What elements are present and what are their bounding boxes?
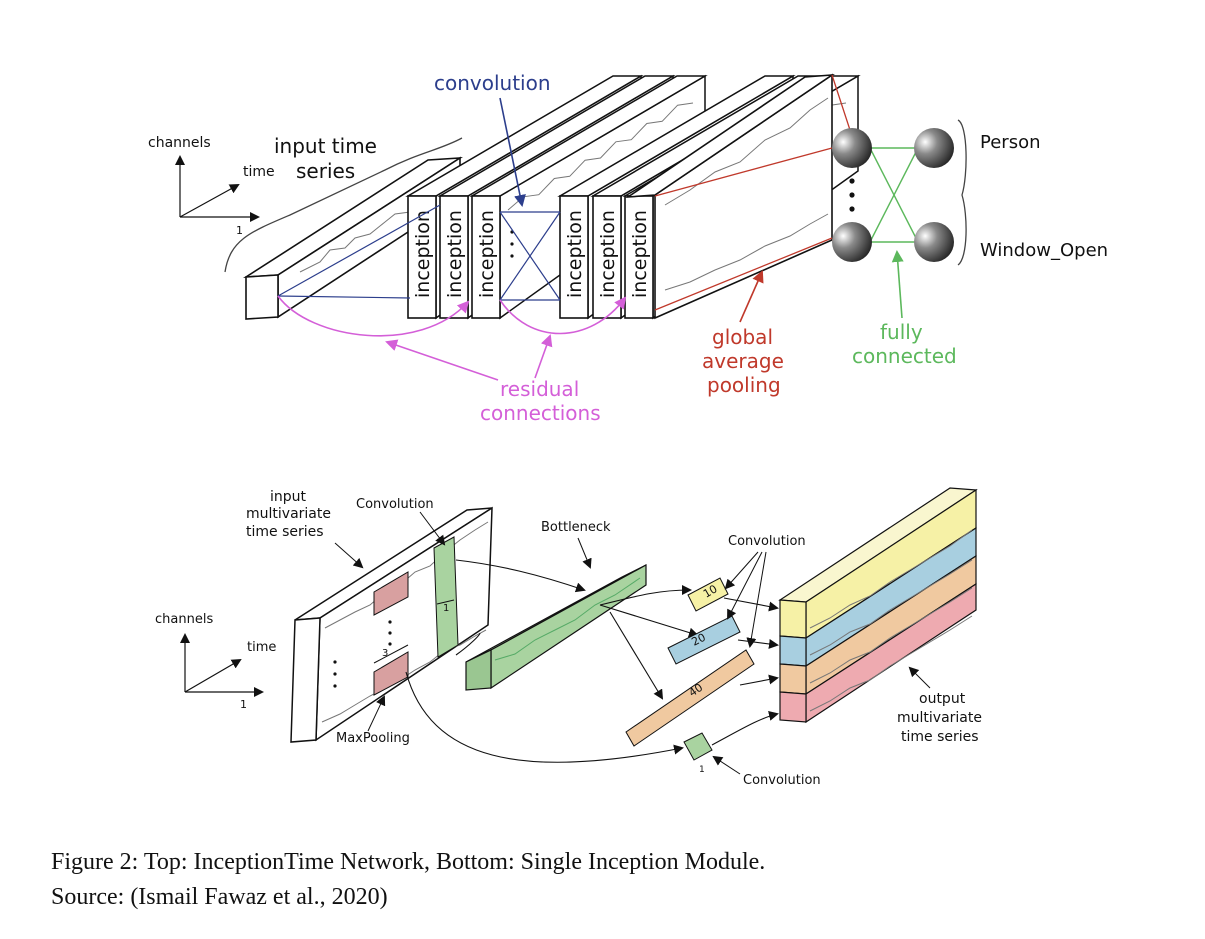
- bottom-input-dots: [333, 620, 392, 688]
- top-axis-one: 1: [236, 224, 243, 237]
- bottom-conv-bottom-label: Convolution: [743, 773, 821, 788]
- top-input-label-line2: series: [296, 159, 355, 183]
- bottom-axis-time: time: [247, 640, 276, 655]
- bottom-conv-top-label: Convolution: [356, 497, 434, 512]
- top-gap-label-line1: global: [712, 325, 773, 349]
- bottom-flow-arrows: [405, 559, 779, 763]
- filter-1-size: 1: [699, 765, 705, 775]
- inception-label: inception: [564, 210, 586, 298]
- fc-node-bottom-right: [914, 222, 954, 262]
- top-convolution-label: convolution: [434, 71, 551, 95]
- filter-20: [667, 615, 741, 665]
- bottom-axis-channels: channels: [155, 612, 213, 627]
- top-class-window-open: Window_Open: [980, 240, 1108, 261]
- top-gap-label-line3: pooling: [707, 373, 781, 397]
- top-input-brace: [224, 137, 463, 273]
- conv1-window: [433, 536, 459, 658]
- inception-block-face: [439, 195, 469, 319]
- top-fc-label-line1: fully: [880, 320, 923, 344]
- inception-block-face: [407, 195, 437, 319]
- bottom-input-arrow: [334, 542, 364, 569]
- bottleneck-label: Bottleneck: [541, 520, 611, 535]
- inception-label: inception: [597, 210, 619, 298]
- bottom-conv-right-label: Convolution: [728, 534, 806, 549]
- bottom-input-slab: [290, 506, 493, 743]
- maxpool-window-top: [373, 571, 409, 616]
- bottom-maxpooling-label: MaxPooling: [336, 731, 410, 746]
- bottleneck-bar: [465, 563, 647, 691]
- bottom-output-stack: [778, 487, 978, 724]
- top-axis-time: time: [243, 164, 275, 180]
- top-gap-label-line2: average: [702, 349, 784, 373]
- conv1-size-tick: [436, 599, 455, 605]
- bottom-input-label-line1: input: [270, 489, 307, 505]
- conv1-size: 1: [443, 603, 449, 614]
- bottom-input-label-line2: multivariate: [246, 506, 331, 522]
- top-fc-label-line2: connected: [852, 344, 957, 368]
- top-fc-lines: [869, 147, 919, 243]
- fc-node-bottom-left: [832, 222, 872, 262]
- bottom-axis-one: 1: [240, 698, 247, 711]
- bottom-output-label-line2: multivariate: [897, 710, 982, 726]
- filter-1: [683, 732, 713, 761]
- top-fc-arrow: [891, 250, 904, 319]
- bottom-output-label-line3: time series: [901, 729, 979, 745]
- top-convolution-arrow: [499, 97, 526, 207]
- inception-label: inception: [476, 210, 498, 298]
- fc-ellipsis: [849, 178, 855, 212]
- top-conv-lines: [277, 204, 561, 301]
- top-axis-channels: channels: [148, 135, 211, 151]
- caption-line2: Source: (Ismail Fawaz et al., 2020): [51, 884, 388, 910]
- bottom-conv-top-arrow: [419, 511, 446, 546]
- filter-40-label: 40: [686, 681, 705, 700]
- bottom-conv-bottom-arrow: [712, 755, 741, 775]
- filter-10: [687, 577, 729, 612]
- ellipsis-dot: [510, 254, 514, 258]
- top-residual-curves: [277, 295, 627, 381]
- ellipsis-dot: [510, 242, 514, 246]
- bottom-axes: [180, 633, 264, 697]
- top-residual-label-line2: connections: [480, 401, 601, 425]
- bottom-output-arrow: [908, 666, 931, 689]
- inception-label: inception: [444, 210, 466, 298]
- top-input-label-line1: input time: [274, 134, 377, 158]
- top-output-brace: [957, 119, 967, 266]
- caption-line1: Figure 2: Top: InceptionTime Network, Bo…: [51, 849, 766, 875]
- inception-block-face: [559, 195, 589, 319]
- fc-node-top-left: [832, 128, 872, 168]
- inception-block-face: [471, 195, 501, 319]
- maxpool-size: 3: [382, 648, 388, 659]
- top-axes: [175, 155, 260, 222]
- bottom-output-label-line1: output: [919, 691, 966, 707]
- filter-40: [625, 649, 755, 747]
- bottom-conv-right-arrows: [724, 551, 767, 648]
- top-gap-slab: [625, 73, 835, 320]
- filter-10-label: 10: [701, 582, 720, 600]
- bottom-input-label-line3: time series: [246, 524, 324, 540]
- inception-block-face: [624, 195, 654, 319]
- top-class-person: Person: [980, 132, 1041, 153]
- fc-node-top-right: [914, 128, 954, 168]
- maxpool-size-tick: [373, 644, 409, 664]
- inception-label: inception: [629, 210, 651, 298]
- bottom-maxpooling-arrow: [367, 695, 386, 732]
- filter-20-label: 20: [689, 631, 707, 649]
- bottleneck-label-arrow: [577, 537, 592, 569]
- top-gap-arrow: [739, 270, 764, 323]
- top-residual-label-line1: residual: [500, 377, 579, 401]
- inception-label: inception: [412, 210, 434, 298]
